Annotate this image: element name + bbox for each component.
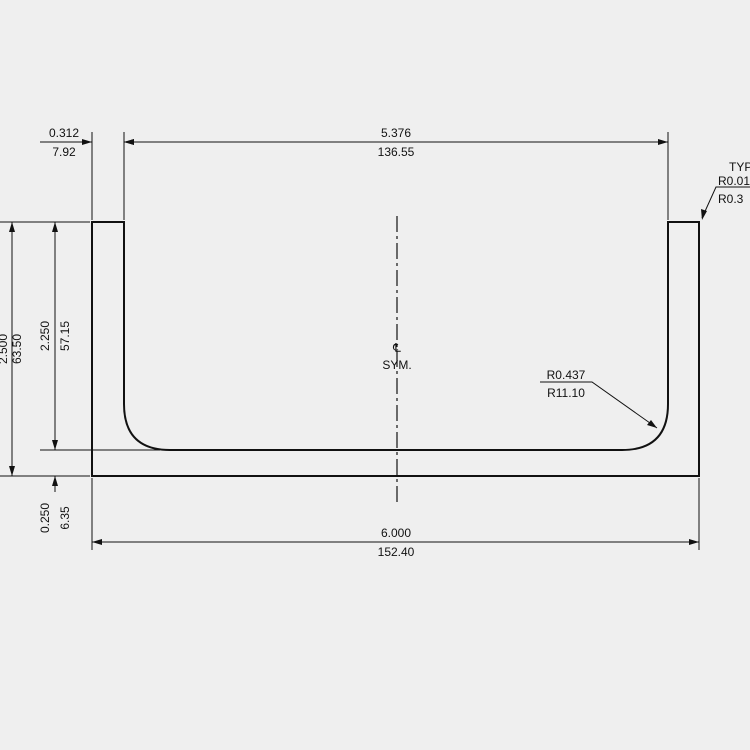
inner-height-inch: 2.250 (38, 321, 52, 351)
inner-width-inch: 5.376 (381, 126, 411, 140)
inner-radius-inch: R0.437 (547, 368, 586, 382)
centerline-label: SYM. (382, 358, 411, 372)
dimension-lines (11, 141, 750, 543)
corner-radius-mm: R0.3 (718, 192, 744, 206)
corner-radius-inch: R0.01 (718, 174, 750, 188)
overall-width-inch: 6.000 (381, 526, 411, 540)
overall-width-mm: 152.40 (378, 545, 415, 559)
overall-height-mm: 63.50 (10, 334, 24, 364)
inner-radius-mm: R11.10 (547, 386, 585, 400)
extension-lines (0, 132, 700, 550)
base-thickness-inch: 0.250 (38, 503, 52, 533)
inner-width-mm: 136.55 (378, 145, 415, 159)
corner-radius-typ: TYP (729, 160, 750, 174)
centerline-symbol: ℄ (392, 341, 401, 355)
dimension-labels: 0.312 7.92 5.376 136.55 6.000 152.40 2.5… (0, 126, 750, 559)
arrowheads (9, 139, 707, 545)
inner-height-mm: 57.15 (58, 321, 72, 351)
flange-thickness-inch: 0.312 (49, 126, 79, 140)
channel-profile (91, 221, 700, 477)
flange-thickness-mm: 7.92 (52, 145, 76, 159)
base-thickness-mm: 6.35 (58, 506, 72, 530)
overall-height-inch: 2.500 (0, 334, 10, 364)
